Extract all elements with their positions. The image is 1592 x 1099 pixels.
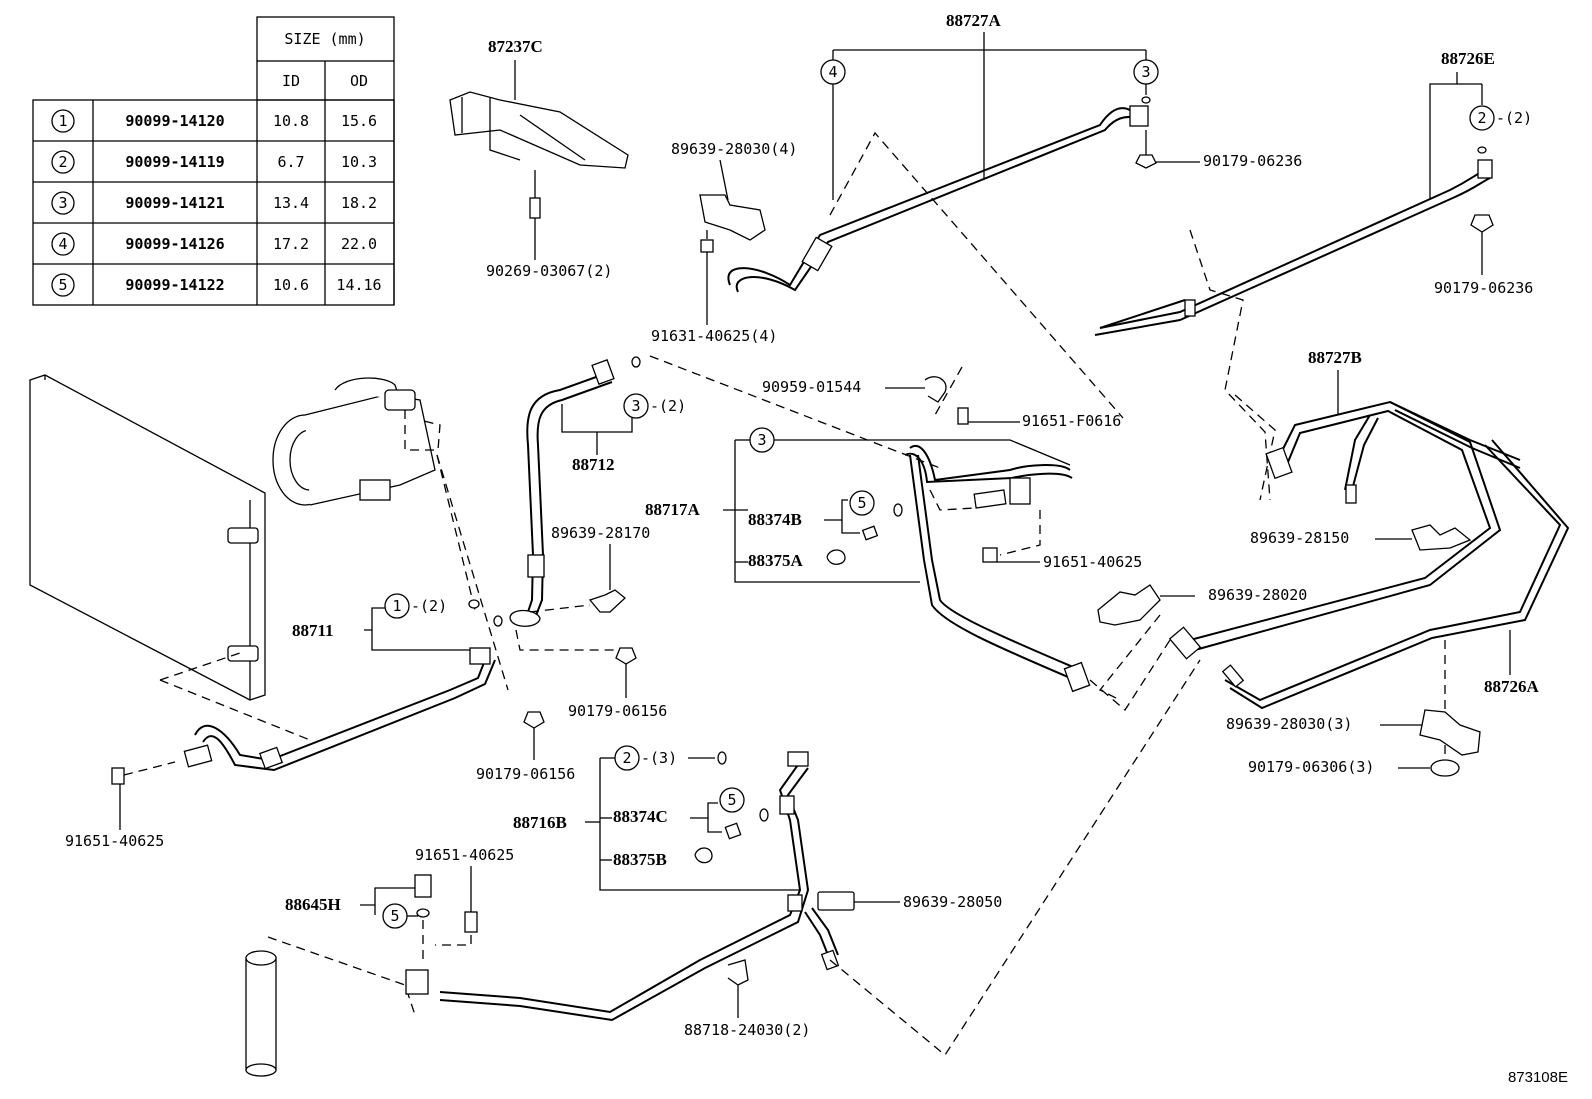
- label-88726e: 88726E: [1441, 49, 1495, 68]
- hose-88717a: 90959-01544 91651-F0616 3 88717A 88374B …: [645, 366, 1171, 711]
- dashed-leaders-upper: [649, 131, 1276, 501]
- label-89639-28050: 89639-28050: [903, 893, 1002, 911]
- row-od: 14.16: [336, 276, 381, 294]
- clamp-89639-28030-3: 89639-28030(3) 90179-06306(3): [1226, 709, 1481, 777]
- label-91651-40625-c: 91651-40625: [415, 846, 514, 864]
- table-row: 3 90099-14121 13.4 18.2: [51, 191, 377, 215]
- label-88375a: 88375A: [748, 551, 804, 570]
- row-id: 17.2: [273, 235, 309, 253]
- qty-3: -(3): [641, 749, 677, 767]
- label-89639-28170: 89639-28170: [551, 524, 650, 542]
- circle-mark: 2: [1477, 109, 1486, 127]
- label-87237c: 87237C: [488, 37, 543, 56]
- label-89639-28030-3: 89639-28030(3): [1226, 715, 1352, 733]
- label-90179-06156-a: 90179-06156: [568, 702, 667, 720]
- label-89639-28030-4: 89639-28030(4): [671, 140, 797, 158]
- label-91631-40625-4: 91631-40625(4): [651, 327, 777, 345]
- label-88645h: 88645H: [285, 895, 341, 914]
- row-mark: 4: [58, 235, 67, 253]
- clamp-89639-28020: 89639-28020: [1097, 584, 1307, 701]
- hose-88727b: 88727B: [1189, 348, 1521, 651]
- label-90269-03067: 90269-03067(2): [486, 262, 612, 280]
- bracket-87237c: 87237C 90269-03067(2): [449, 37, 629, 280]
- size-table: SIZE (mm) ID OD 1 90099-14120 10.8 15.6 …: [32, 16, 395, 306]
- row-od: 22.0: [341, 235, 377, 253]
- row-part: 90099-14120: [125, 112, 224, 130]
- illustration-code: 873108E: [1508, 1069, 1568, 1086]
- row-id: 6.7: [277, 153, 304, 171]
- circle-mark: 2: [622, 749, 631, 767]
- qty-2-88712: -(2): [650, 397, 686, 415]
- table-row: 1 90099-14120 10.8 15.6: [51, 109, 377, 133]
- row-part: 90099-14126: [125, 235, 224, 253]
- row-mark: 1: [58, 112, 67, 130]
- label-88712: 88712: [572, 455, 615, 474]
- nut-90179-06156-b: 90179-06156: [476, 711, 575, 783]
- circle-mark: 3: [1141, 63, 1150, 81]
- hose-88726a: 88726A: [1168, 439, 1570, 760]
- qty-2-88711: -(2): [411, 597, 447, 615]
- hose-88727a: 88727A 4 3 90179-06236: [727, 11, 1302, 293]
- row-part: 90099-14121: [125, 194, 224, 212]
- row-mark: 2: [58, 153, 67, 171]
- label-88374c: 88374C: [613, 807, 668, 826]
- label-90959-01544: 90959-01544: [762, 378, 861, 396]
- size-header: SIZE (mm): [284, 30, 365, 48]
- circle-mark: 5: [390, 907, 399, 925]
- label-91651-40625-b: 91651-40625: [65, 832, 164, 850]
- label-88711: 88711: [292, 621, 334, 640]
- table-row: 2 90099-14119 6.7 10.3: [51, 150, 377, 174]
- circle-mark: 5: [857, 494, 866, 512]
- label-91651-40625-a: 91651-40625: [1043, 553, 1142, 571]
- row-id: 13.4: [273, 194, 309, 212]
- label-91651-f0616: 91651-F0616: [1022, 412, 1121, 430]
- label-88726a: 88726A: [1484, 677, 1540, 696]
- table-row: 4 90099-14126 17.2 22.0: [51, 232, 377, 256]
- circle-mark: 3: [757, 431, 766, 449]
- hose-88711: 88711 1 -(2) 91651-40625: [65, 593, 496, 850]
- label-88375b: 88375B: [613, 850, 667, 869]
- row-od: 18.2: [341, 194, 377, 212]
- label-89639-28150: 89639-28150: [1250, 529, 1349, 547]
- label-89639-28020: 89639-28020: [1208, 586, 1307, 604]
- circle-mark: 5: [727, 791, 736, 809]
- table-row: 5 90099-14122 10.6 14.16: [51, 273, 382, 297]
- circle-mark: 1: [392, 597, 401, 615]
- label-88727a: 88727A: [946, 11, 1002, 30]
- row-od: 10.3: [341, 153, 377, 171]
- compressor: [272, 377, 509, 691]
- condenser: [29, 374, 311, 741]
- label-90179-06306-3: 90179-06306(3): [1248, 758, 1374, 776]
- label-90179-06236: 90179-06236: [1203, 152, 1302, 170]
- row-id: 10.8: [273, 112, 309, 130]
- clamp-89639-28150: 89639-28150: [1250, 524, 1472, 551]
- od-header: OD: [350, 72, 368, 90]
- circle-mark: 4: [828, 63, 837, 81]
- label-90179-06156-b: 90179-06156: [476, 765, 575, 783]
- label-88727b: 88727B: [1308, 348, 1362, 367]
- label-88718-24030: 88718-24030(2): [684, 1021, 810, 1039]
- qty-2: -(2): [1496, 109, 1532, 127]
- receiver-88645h: 88645H 5 91651-40625: [245, 846, 514, 1077]
- row-mark: 3: [58, 194, 67, 212]
- row-mark: 5: [58, 276, 67, 294]
- circle-mark: 3: [631, 397, 640, 415]
- row-id: 10.6: [273, 276, 309, 294]
- hose-88716b: 2 -(3) 88716B 88374C 5 88375B 89639-2805…: [439, 659, 1201, 1056]
- nut-90179-06156-a: 90179-06156: [568, 647, 667, 720]
- id-header: ID: [282, 72, 300, 90]
- label-88717a: 88717A: [645, 500, 701, 519]
- label-88716b: 88716B: [513, 813, 567, 832]
- row-part: 90099-14122: [125, 276, 224, 294]
- hose-88712: 3 -(2) 88712: [493, 356, 686, 651]
- clamp-89639-28170: 89639-28170: [529, 524, 650, 613]
- row-od: 15.6: [341, 112, 377, 130]
- clamp-89639-28030-4: 89639-28030(4) 91631-40625(4): [651, 140, 797, 345]
- row-part: 90099-14119: [125, 153, 224, 171]
- label-88374b: 88374B: [748, 510, 802, 529]
- hose-88726e: 88726E 2 -(2) 90179-06236: [1094, 49, 1533, 336]
- label-90179-06236-b: 90179-06236: [1434, 279, 1533, 297]
